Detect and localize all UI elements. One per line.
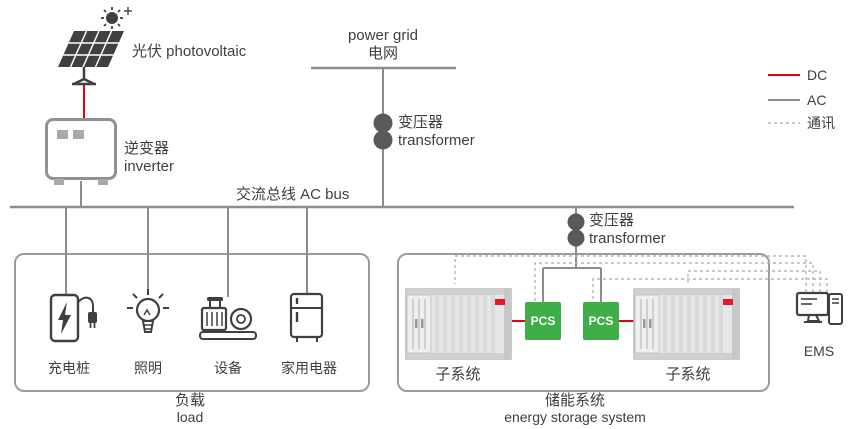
- container-right-icon: [633, 283, 740, 363]
- comm-line-container-left: [454, 255, 807, 292]
- legend-dc-label: DC: [807, 67, 828, 83]
- comm-line-pcs-left: [534, 262, 814, 302]
- ems-label: EMS: [803, 343, 835, 359]
- pcs-left: PCS: [525, 302, 561, 340]
- inverter-indicator: [57, 130, 68, 139]
- load-caption: 负载 load: [140, 392, 240, 426]
- inverter-indicator: [73, 130, 84, 139]
- load-caption-cn: 负载: [174, 392, 205, 409]
- solar-panel-icon: [50, 5, 155, 90]
- inverter-icon: [45, 118, 117, 185]
- fridge-icon: [289, 292, 325, 344]
- storage-zone-box: [397, 253, 770, 392]
- subsystem-right-label: 子系统: [665, 366, 711, 383]
- storage-transformer-icon: [567, 229, 585, 247]
- storage-caption: 储能系统 energy storage system: [455, 392, 695, 426]
- subsystem-left-label: 子系统: [435, 366, 481, 383]
- power-grid-label: power grid 电网: [323, 27, 443, 63]
- power-grid-label-en: power grid: [347, 27, 419, 44]
- inverter-label-en: inverter: [124, 158, 175, 175]
- storage-transformer-label-en: transformer: [589, 230, 666, 247]
- ems-computer-icon: [795, 291, 845, 337]
- inverter-foot: [54, 179, 64, 185]
- storage-caption-cn: 储能系统: [544, 392, 605, 409]
- load-caption-en: load: [176, 409, 204, 425]
- grid-transformer-label-cn: 变压器: [398, 114, 444, 131]
- pv-label: 光伏 photovoltaic: [132, 43, 247, 60]
- grid-transformer-label-en: transformer: [398, 132, 475, 149]
- container-left-icon: [405, 283, 512, 363]
- inverter-foot: [98, 179, 108, 185]
- power-grid-label-cn: 电网: [367, 45, 398, 62]
- grid-transformer-label: 变压器 transformer: [398, 114, 475, 150]
- pcs-right: PCS: [583, 302, 619, 340]
- charger-label: 充电桩: [48, 360, 90, 376]
- storage-transformer-icon: [567, 213, 585, 231]
- grid-transformer-icon: [373, 113, 393, 133]
- lighting-label: 照明: [134, 360, 162, 376]
- load-zone-box: [14, 253, 370, 392]
- inverter-label: 逆变器 inverter: [124, 140, 174, 176]
- legend-comm-label: 通讯: [807, 115, 835, 131]
- inverter-label-cn: 逆变器: [124, 140, 170, 157]
- legend-ac-label: AC: [807, 92, 827, 108]
- ac-bus-label: 交流总线 AC bus: [236, 186, 350, 203]
- storage-caption-en: energy storage system: [504, 409, 646, 425]
- appliance-label: 家用电器: [281, 360, 337, 376]
- storage-transformer-label: 变压器 transformer: [589, 212, 666, 248]
- equipment-label: 设备: [214, 360, 242, 376]
- comm-line-container-right: [687, 270, 821, 292]
- grid-transformer-icon: [373, 130, 393, 150]
- equipment-icon: [198, 296, 258, 342]
- comm-line-pcs-right: [592, 278, 828, 302]
- ev-charger-icon: [48, 292, 98, 344]
- light-bulb-icon: [126, 288, 170, 342]
- storage-transformer-label-cn: 变压器: [589, 212, 635, 229]
